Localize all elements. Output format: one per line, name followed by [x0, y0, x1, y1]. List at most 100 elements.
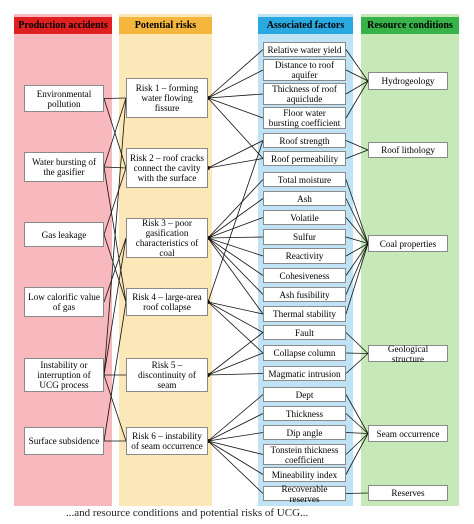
factor-box-10: Sulfur — [263, 229, 346, 245]
factor-box-18: Dept — [263, 387, 346, 402]
risk-box-label: Risk 6 – instability — [132, 431, 202, 441]
production-accident-box-label: Low calorific value — [28, 292, 100, 302]
factor-box-label: Dip angle — [286, 427, 323, 438]
resource-box-label: Seam occurrence — [376, 428, 440, 439]
risk-accident-link — [103, 237, 127, 376]
factor-risk-link — [207, 140, 264, 169]
factor-risk-link — [207, 394, 264, 442]
resource-factor-link — [345, 352, 369, 354]
resource-factor-link — [345, 243, 369, 257]
risk-box-label: Risk 3 – poor — [142, 218, 192, 228]
factor-box-15: Fault — [263, 325, 346, 340]
factor-box-16: Collapse column — [263, 345, 346, 361]
factor-risk-link — [207, 301, 264, 354]
risk-accident-link — [103, 234, 127, 303]
factor-box-label: aquiclude — [286, 94, 323, 104]
risk-box-label: roof collapse — [143, 302, 191, 312]
factor-box-label: Distance to roof — [274, 60, 335, 70]
risk-accident-link — [103, 167, 127, 235]
factor-box-5: Roof strength — [263, 133, 346, 148]
resource-factor-link — [345, 80, 369, 95]
factor-risk-link — [207, 440, 264, 494]
factor-risk-link — [207, 158, 264, 169]
factor-box-13: Ash fusibility — [263, 287, 346, 302]
factor-risk-link — [207, 179, 264, 239]
resource-box-label: Reserves — [391, 488, 425, 498]
resource-factor-link — [345, 433, 369, 475]
factor-risk-link — [207, 440, 264, 475]
risk-box-label: water flowing — [141, 93, 193, 103]
resource-box-label: Geological structure — [387, 343, 429, 364]
resource-box-5: Seam occurrence — [368, 425, 448, 442]
resource-factor-link — [345, 353, 369, 374]
factor-box-label: Cohesiveness — [279, 270, 330, 281]
factor-risk-link — [207, 237, 264, 315]
resource-factor-link — [345, 49, 369, 82]
factor-box-label: Sulfur — [293, 232, 316, 242]
risk-box-label: Risk 5 – — [151, 360, 183, 370]
risk-box-label: connect the cavity — [133, 163, 201, 173]
factor-risk-link — [207, 97, 264, 119]
factor-box-label: Mineability index — [271, 469, 338, 480]
risk-accident-link — [103, 166, 127, 169]
resource-box-label: Roof lithology — [381, 145, 435, 155]
resource-factor-link — [345, 243, 369, 276]
factor-risk-link — [207, 432, 264, 442]
factor-box-label: Floor water — [283, 108, 326, 118]
factor-box-label: Recoverable reserves — [281, 483, 328, 504]
factor-box-8: Ash — [263, 191, 346, 206]
factor-risk-link — [207, 236, 264, 239]
factor-box-6: Roof permeability — [263, 151, 346, 166]
factor-box-23: Recoverable reserves — [263, 483, 346, 504]
factor-risk-link — [207, 413, 264, 442]
factor-risk-link — [207, 301, 264, 333]
production-accident-box-6: Surface subsidence — [24, 427, 104, 455]
factors-header: Associated factors — [258, 17, 353, 34]
resource-factor-link — [345, 394, 369, 434]
risk-box-label: with the surface — [137, 173, 197, 183]
factor-risk-link — [207, 97, 264, 159]
factor-box-9: Volatile — [263, 210, 346, 225]
resource-box-3: Coal properties — [368, 235, 448, 252]
figure-caption: ...and resource conditions and potential… — [66, 507, 309, 519]
factor-box-label: Roof permeability — [270, 153, 339, 164]
factor-box-label: Volatile — [290, 212, 319, 223]
factor-box-22: Mineability index — [263, 467, 346, 482]
risks-header: Potential risks — [119, 17, 212, 34]
factor-box-label: Magmatic intrusion — [268, 368, 341, 379]
factor-box-label: Roof strength — [279, 135, 330, 146]
factor-risk-link — [207, 49, 264, 99]
risk-accident-link — [103, 301, 127, 442]
risk-box-label: gasification — [145, 228, 189, 238]
factor-box-11: Reactivity — [263, 248, 346, 264]
factor-box-19: Thickness — [263, 406, 346, 421]
risk-box-label: discontinuity of — [138, 370, 196, 380]
production-accident-box-label: pollution — [47, 98, 81, 109]
factor-box-17: Magmatic intrusion — [263, 366, 346, 381]
risk-accident-link — [103, 374, 127, 442]
resource-box-6: Reserves — [368, 485, 448, 501]
resources-column-bg — [361, 14, 459, 506]
production-accident-box-label: Water bursting of — [31, 157, 97, 167]
factor-risk-link — [207, 140, 264, 303]
risk-box-label: seam — [157, 380, 177, 390]
factor-risk-link — [207, 332, 264, 376]
factor-box-label: Ash fusibility — [279, 289, 330, 300]
production-accident-box-label: UCG process — [39, 380, 89, 390]
factor-risk-link — [207, 217, 264, 239]
factor-box-label: Total moisture — [277, 174, 332, 185]
factor-risk-link — [207, 352, 264, 376]
factor-box-1: Relative water yield — [263, 42, 346, 57]
factor-box-label: Thickness of roof — [272, 84, 337, 94]
